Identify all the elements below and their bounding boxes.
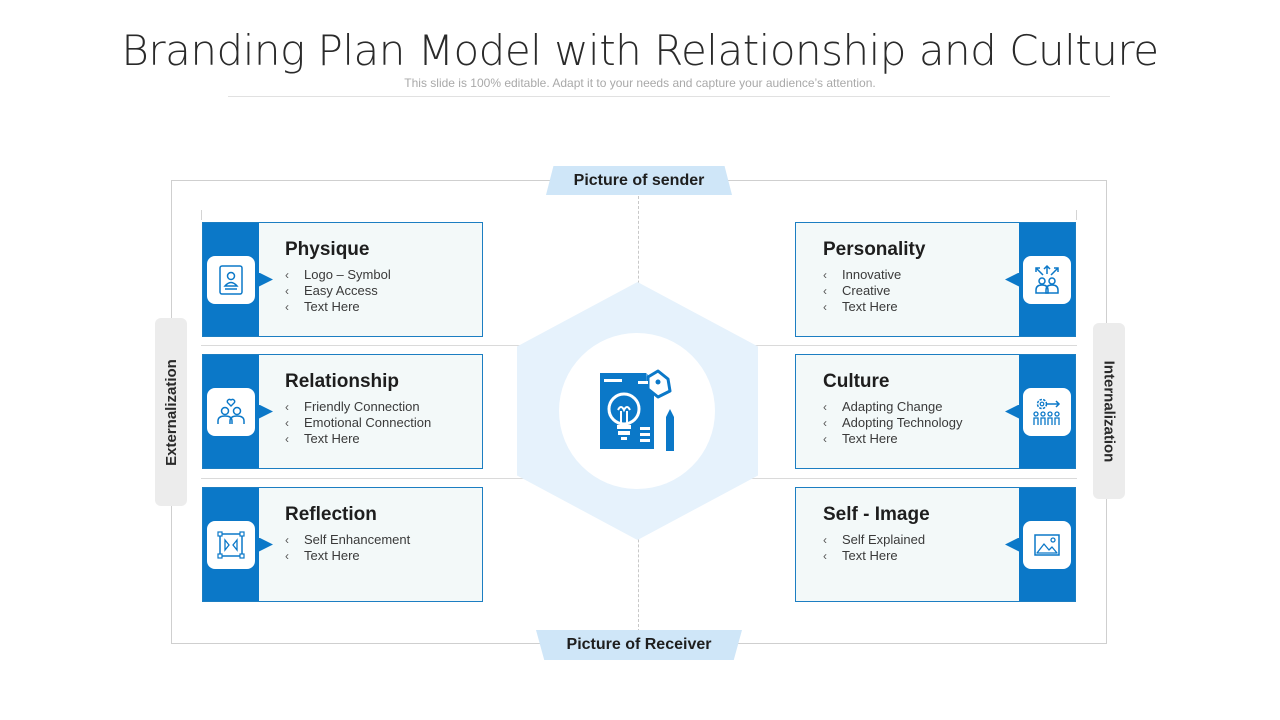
label-picture-of-sender: Picture of sender	[546, 166, 732, 195]
card-title: Physique	[285, 239, 370, 260]
internalization-text: Internalization	[1100, 360, 1118, 462]
corner-tick	[1076, 210, 1077, 220]
list-item: Adopting Technology	[823, 415, 998, 431]
card-list: Adapting Change Adopting Technology Text…	[823, 399, 998, 447]
card-list: Self Explained Text Here	[823, 532, 998, 564]
list-item: Text Here	[823, 431, 998, 447]
card-notch	[1005, 537, 1019, 552]
card-content: Culture Adapting Change Adopting Technol…	[823, 371, 998, 447]
list-item: Creative	[823, 283, 998, 299]
card-notch	[1005, 404, 1019, 419]
card-content: Physique Logo – Symbol Easy Access Text …	[285, 239, 460, 315]
list-item: Emotional Connection	[285, 415, 460, 431]
idea-document-icon	[600, 369, 674, 451]
card-title: Self - Image	[823, 504, 930, 525]
card-list: Friendly Connection Emotional Connection…	[285, 399, 460, 447]
card-content: Relationship Friendly Connection Emotion…	[285, 371, 460, 447]
card-title: Reflection	[285, 504, 377, 525]
title-divider	[228, 96, 1110, 97]
side-label-internalization: Internalization	[1093, 323, 1125, 499]
list-item: Logo – Symbol	[285, 267, 460, 283]
externalization-text: Externalization	[162, 358, 180, 466]
side-label-externalization: Externalization	[155, 318, 187, 506]
page-subtitle: This slide is 100% editable. Adapt it to…	[404, 76, 876, 90]
card-list: Self Enhancement Text Here	[285, 532, 460, 564]
list-item: Self Explained	[823, 532, 998, 548]
list-item: Text Here	[285, 431, 460, 447]
list-item: Innovative	[823, 267, 998, 283]
couple-heart-icon	[207, 387, 255, 436]
card-reflection: Reflection Self Enhancement Text Here	[202, 487, 483, 602]
card-content: Self - Image Self Explained Text Here	[823, 504, 998, 564]
card-personality: Personality Innovative Creative Text Her…	[795, 222, 1076, 337]
corner-tick	[201, 210, 202, 220]
card-title: Personality	[823, 239, 926, 260]
list-item: Text Here	[285, 299, 460, 315]
picture-icon	[1023, 520, 1071, 569]
card-physique: Physique Logo – Symbol Easy Access Text …	[202, 222, 483, 337]
card-notch	[259, 537, 273, 552]
list-item: Adapting Change	[823, 399, 998, 415]
card-culture: Culture Adapting Change Adopting Technol…	[795, 354, 1076, 469]
list-item: Text Here	[285, 548, 460, 564]
list-item: Easy Access	[285, 283, 460, 299]
list-item: Self Enhancement	[285, 532, 460, 548]
card-list: Innovative Creative Text Here	[823, 267, 998, 315]
label-picture-of-receiver: Picture of Receiver	[536, 630, 742, 660]
list-item: Text Here	[823, 299, 998, 315]
card-notch	[259, 404, 273, 419]
card-list: Logo – Symbol Easy Access Text Here	[285, 267, 460, 315]
card-notch	[1005, 272, 1019, 287]
list-item: Friendly Connection	[285, 399, 460, 415]
card-self-image: Self - Image Self Explained Text Here	[795, 487, 1076, 602]
card-notch	[259, 272, 273, 287]
card-content: Personality Innovative Creative Text Her…	[823, 239, 998, 315]
card-relationship: Relationship Friendly Connection Emotion…	[202, 354, 483, 469]
card-title: Culture	[823, 371, 890, 392]
team-gear-icon	[1023, 387, 1071, 436]
card-content: Reflection Self Enhancement Text Here	[285, 504, 460, 564]
page-title: Branding Plan Model with Relationship an…	[121, 26, 1159, 75]
people-arrows-icon	[1023, 255, 1071, 304]
profile-card-icon	[207, 255, 255, 304]
card-title: Relationship	[285, 371, 400, 392]
mirror-frame-icon	[207, 520, 255, 569]
list-item: Text Here	[823, 548, 998, 564]
